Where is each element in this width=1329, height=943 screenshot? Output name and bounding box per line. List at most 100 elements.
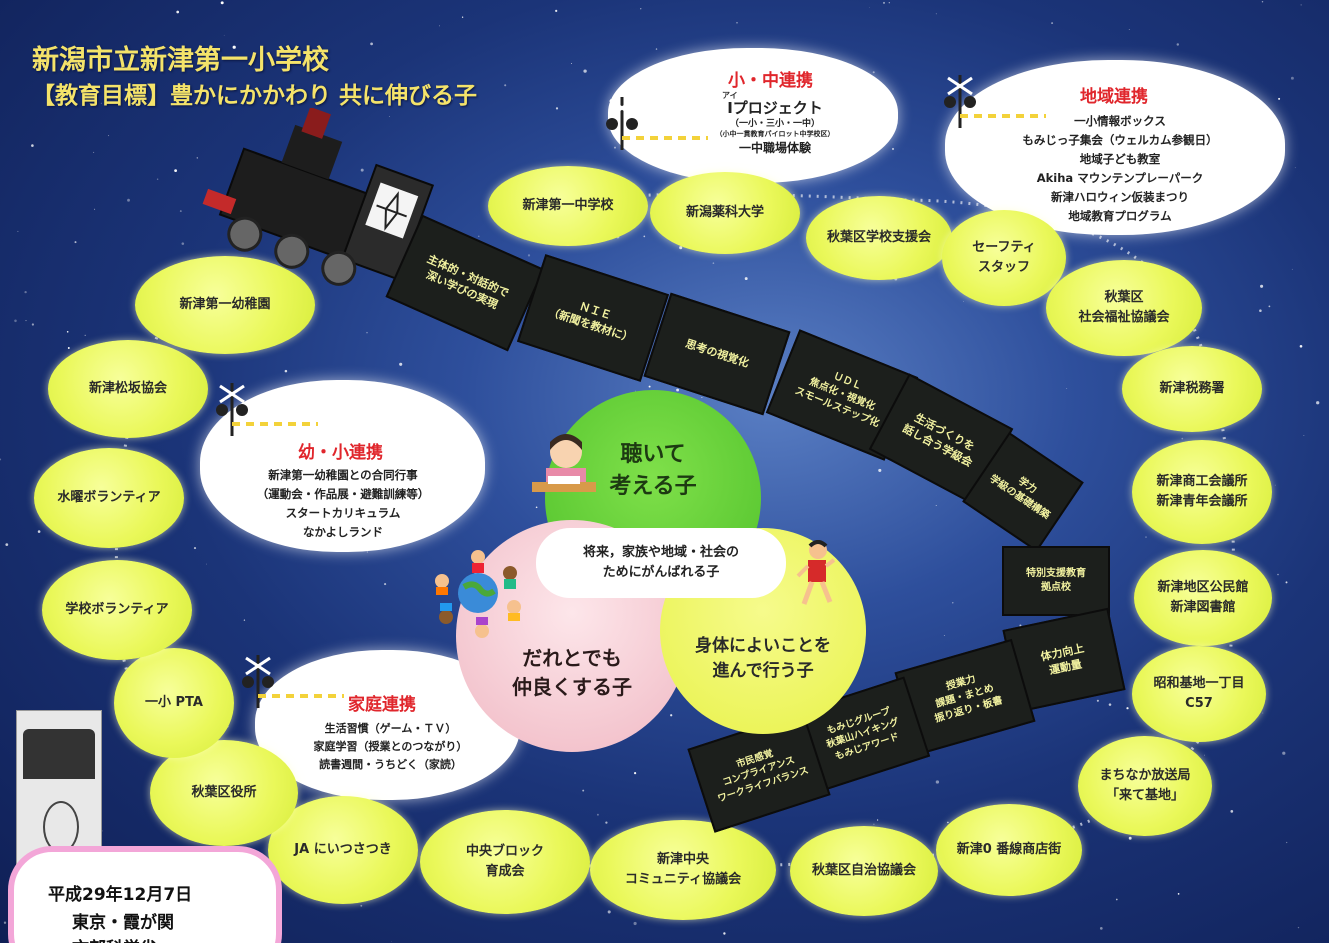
star — [461, 16, 464, 18]
partner-label: 昭和基地一丁目 C57 — [1153, 675, 1245, 711]
star — [388, 116, 390, 118]
yosho-item: （運動会・作品展・避難訓練等） — [256, 486, 430, 501]
star — [723, 932, 726, 935]
star — [1261, 0, 1264, 3]
star — [220, 1, 224, 5]
star — [878, 468, 882, 472]
star — [1290, 76, 1294, 80]
train-car-label: 市民感覚 コンプライアンス ワークライフバランス — [716, 748, 810, 805]
date-text: 平成29年12月7日 — [48, 885, 193, 905]
star — [952, 602, 954, 604]
katei-item: 読書週間・うちどく（家読） — [319, 758, 462, 772]
core-karada-label: 身体によいことを 進んで行う子 — [695, 636, 831, 681]
star — [390, 941, 392, 943]
star — [1099, 927, 1103, 930]
partner-bubble: 秋葉区学校支援会 — [806, 196, 952, 280]
partner-label: 秋葉区自治協議会 — [811, 862, 916, 878]
star — [14, 319, 17, 323]
running-child-icon — [796, 540, 836, 605]
katei-list: 生活習慣（ゲーム・ＴＶ） 家庭学習（授業とのつながり） 読書週間・うちどく（家読… — [278, 720, 503, 774]
star — [206, 563, 207, 565]
star — [963, 301, 964, 303]
katei-title: 家庭連携 — [348, 695, 416, 715]
partner-bubble: 昭和基地一丁目 C57 — [1132, 646, 1266, 742]
org-text: 文部科学省 — [72, 934, 157, 943]
star — [1282, 751, 1286, 755]
star — [156, 178, 159, 180]
star — [1181, 437, 1184, 440]
star — [1274, 484, 1276, 486]
partner-label: 新津中央 コミュニティ協議会 — [624, 851, 742, 887]
star — [670, 714, 673, 717]
star — [84, 334, 86, 337]
star — [366, 331, 368, 334]
star — [174, 169, 178, 173]
star — [1285, 581, 1288, 584]
chiiki-item: 地域子ども教室 — [1079, 151, 1161, 166]
star — [935, 13, 937, 15]
chiiki-title: 地域連携 — [1080, 87, 1148, 107]
star — [66, 331, 69, 333]
railroad-crossing-icon — [242, 655, 344, 708]
train-car-label: 学力 学級の基礎構築 — [987, 473, 1052, 522]
star — [25, 320, 27, 322]
star — [193, 547, 197, 550]
partner-bubble: 新津地区公民館 新津図書館 — [1134, 550, 1272, 646]
star — [108, 135, 110, 137]
train-car-label: 授業力 課題・まとめ 振り返り・板書 — [933, 673, 1004, 725]
star — [607, 910, 611, 914]
star — [31, 144, 34, 147]
chiiki-item: 一小情報ボックス — [1074, 114, 1166, 128]
star — [744, 277, 748, 281]
partner-bubble: 学校ボランティア — [42, 560, 192, 660]
train-car-label: 思考の視覚化 — [683, 337, 751, 371]
star — [891, 147, 895, 151]
star — [736, 21, 738, 24]
star — [1051, 22, 1054, 25]
train-car-label: 体力向上 運動量 — [1039, 641, 1086, 678]
steam-locomotive — [202, 108, 435, 286]
partner-label: 秋葉区役所 — [191, 784, 257, 800]
star — [93, 151, 95, 153]
partner-label: 秋葉区 社会福祉協議会 — [1078, 289, 1170, 325]
star — [1286, 841, 1288, 844]
star — [0, 458, 2, 461]
train-car-label: ＮＩＥ （新聞を教材に） — [546, 299, 635, 345]
children-around-globe-icon — [435, 550, 521, 638]
star — [370, 42, 373, 46]
star — [1299, 344, 1303, 348]
star — [24, 290, 27, 294]
star — [1300, 4, 1302, 6]
star — [527, 254, 531, 257]
star — [181, 242, 185, 245]
star — [1278, 97, 1281, 100]
partner-bubble: 新津松坂協会 — [48, 340, 208, 438]
star — [1126, 707, 1129, 710]
shochu-title: 小・中連携 — [728, 71, 813, 91]
star — [384, 583, 387, 586]
star — [5, 543, 9, 546]
partner-label: 中央ブロック 育成会 — [465, 843, 544, 879]
star — [876, 819, 879, 821]
katei-item: 生活習慣（ゲーム・ＴＶ） — [324, 722, 457, 735]
star — [869, 6, 871, 8]
partner-label: 新潟薬科大学 — [685, 204, 764, 220]
star — [883, 1, 885, 4]
star — [1268, 305, 1271, 308]
star — [1204, 754, 1205, 756]
star — [1108, 703, 1112, 706]
core-daredemo-label: だれとでも 仲良くする子 — [512, 646, 632, 699]
star — [478, 235, 480, 237]
partner-label: 新津松坂協会 — [88, 380, 167, 396]
star — [1294, 167, 1296, 169]
railroad-crossing-icon — [944, 75, 1046, 128]
partner-label: まちなか放送局 「来て基地」 — [1099, 767, 1191, 803]
star — [888, 2, 890, 4]
train-car-label: もみじグループ 秋葉山ハイキング もみじアワード — [825, 705, 901, 763]
partner-label: 新津第一幼稚園 — [179, 296, 271, 312]
star — [633, 921, 637, 926]
star — [614, 146, 616, 149]
chiiki-item: もみじっ子集会（ウェルカム参観日） — [1022, 132, 1218, 147]
star — [179, 210, 182, 213]
